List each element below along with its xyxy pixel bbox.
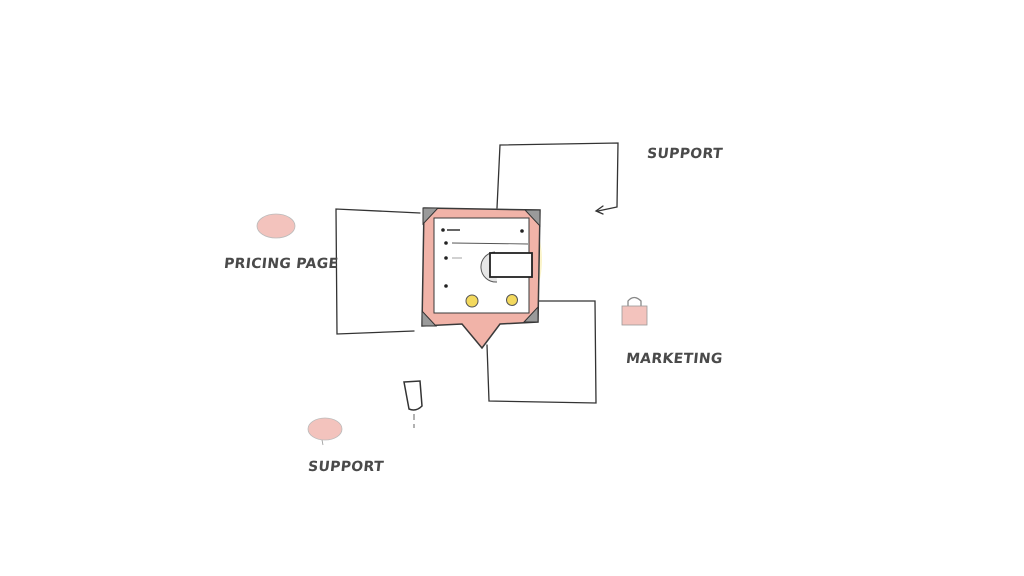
padlock-icon [621, 296, 648, 326]
speech-bubble-icon [256, 213, 296, 239]
label-pricing-page: PRICING PAGE [223, 256, 340, 272]
label-support-top: SUPPORT [646, 146, 724, 162]
speech-bubble-icon [307, 417, 343, 446]
phone-icon [403, 380, 423, 428]
label-marketing: MARKETING [625, 351, 724, 367]
label-support-bottom: SUPPORT [307, 459, 385, 475]
